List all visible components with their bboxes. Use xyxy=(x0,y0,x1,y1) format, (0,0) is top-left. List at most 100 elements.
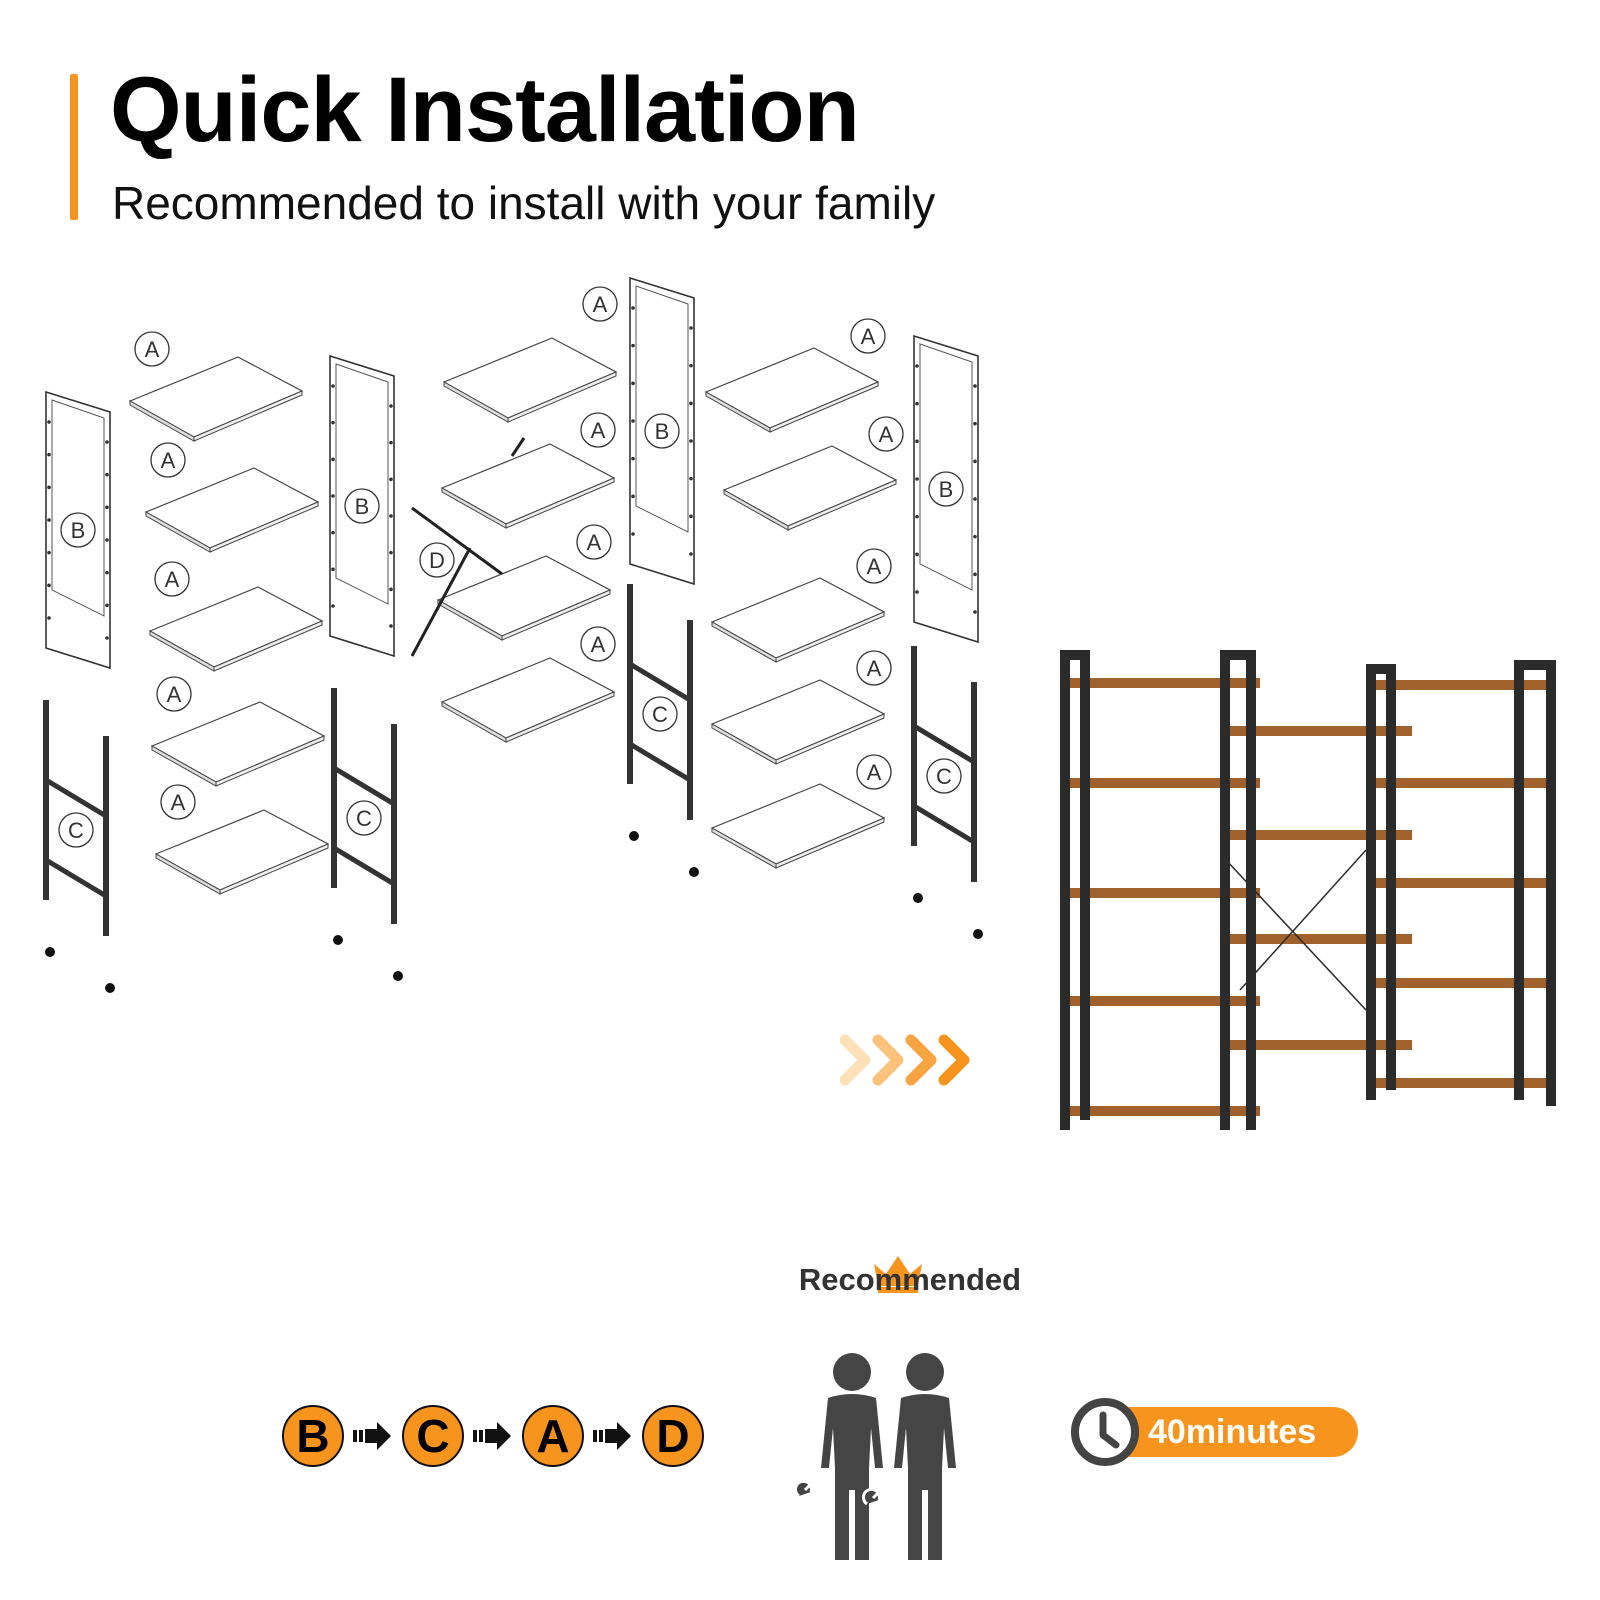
upper-frame-midleft-hole xyxy=(331,457,335,462)
lower-frame-midright-rail xyxy=(628,661,692,703)
upper-frame-midright-hole xyxy=(631,532,635,536)
upper-frame-midright-label: B xyxy=(655,419,670,444)
shelf-label-circle xyxy=(580,412,616,448)
wood-shelf xyxy=(1226,934,1412,944)
shelf-label: A xyxy=(587,530,602,555)
upper-frame-midright-hole xyxy=(689,326,693,330)
shelf-label-circle xyxy=(580,626,616,662)
metal-post xyxy=(1366,664,1376,1100)
foot-pad xyxy=(973,929,983,939)
upper-frame-left-inner xyxy=(51,399,105,617)
upper-frame-left-label-circle xyxy=(60,512,96,548)
upper-frame-midleft-hole xyxy=(331,604,335,608)
shelf-panel xyxy=(710,783,886,865)
upper-frame-midleft-hole xyxy=(389,587,393,592)
upper-frame-right-label-circle xyxy=(928,471,964,507)
recommended-badge: Recommended xyxy=(780,1262,1040,1298)
upper-frame-midleft-hole xyxy=(331,420,335,425)
lower-frame-right-rail xyxy=(912,723,976,765)
shelf-panel xyxy=(148,586,324,668)
shelf-label: A xyxy=(867,760,882,785)
lower-frame-midleft-rail xyxy=(332,845,396,887)
cross-bar-label: D xyxy=(429,548,445,573)
upper-frame-midright-hole xyxy=(689,552,693,556)
upper-frame-right-hole xyxy=(973,421,977,426)
shelf-label: A xyxy=(171,790,186,815)
install-step-3: A xyxy=(522,1405,584,1467)
back-cross-bar xyxy=(1239,849,1367,991)
clock-icon xyxy=(1071,1398,1139,1466)
step-arrow-icon xyxy=(344,1416,402,1456)
shelf-label-circle xyxy=(160,784,196,820)
install-step-1: B xyxy=(282,1405,344,1467)
metal-top-bar xyxy=(1220,650,1256,660)
wood-shelf xyxy=(1226,726,1412,736)
wood-shelf xyxy=(1226,1040,1412,1050)
upper-frame-right-label: B xyxy=(939,477,954,502)
upper-frame-right-hole xyxy=(915,552,919,557)
lower-frame-left-label: C xyxy=(68,818,84,843)
upper-frame-midleft-hole xyxy=(389,624,393,628)
upper-frame-midright-hole xyxy=(631,494,635,499)
lower-frame-left-label-circle xyxy=(58,812,94,848)
shelf-label-circle xyxy=(856,548,892,584)
upper-frame-right-hole xyxy=(973,459,977,464)
upper-frame-left-hole xyxy=(47,420,51,424)
upper-frame-midleft-hole xyxy=(389,550,393,555)
step-arrow-icon xyxy=(584,1416,642,1456)
shelf-label-circle xyxy=(576,524,612,560)
upper-frame-left-hole xyxy=(47,485,51,490)
metal-post xyxy=(1546,660,1556,1106)
upper-frame-right-hole xyxy=(915,514,919,519)
lower-frame-right-label: C xyxy=(936,764,952,789)
upper-frame-right-hole xyxy=(973,534,977,539)
metal-post xyxy=(1514,664,1524,1100)
upper-frame-midleft-hole xyxy=(389,440,393,445)
upper-frame-right-hole xyxy=(973,497,977,501)
upper-frame-midleft-label: B xyxy=(355,494,370,519)
upper-frame-midleft-hole xyxy=(389,404,393,408)
upper-frame-midright-inner xyxy=(635,285,689,533)
assembly-time-badge: 40minutes xyxy=(1070,1397,1370,1467)
lower-frame-midright-label: C xyxy=(652,702,668,727)
upper-frame-left-hole xyxy=(47,583,51,588)
upper-frame-left-hole xyxy=(105,570,109,575)
shelf-panel-edge xyxy=(209,501,319,553)
shelf-panel-edge xyxy=(775,713,885,765)
wood-shelf xyxy=(1064,778,1260,788)
shelf-panel-edge xyxy=(193,390,303,442)
wood-shelf xyxy=(1064,996,1260,1006)
install-step-2: C xyxy=(402,1405,464,1467)
upper-frame-left-hole xyxy=(47,452,51,457)
cross-bar xyxy=(411,506,503,576)
time-pill xyxy=(1100,1407,1358,1457)
foot-pad xyxy=(105,983,115,993)
shelf-panel-edge xyxy=(505,691,615,743)
lower-frame-midleft-rail xyxy=(332,765,396,807)
upper-frame-midright-outline xyxy=(629,276,695,586)
upper-frame-right-hole xyxy=(915,439,919,444)
upper-frame-left-hole xyxy=(47,616,51,620)
shelf-label: A xyxy=(591,418,606,443)
wood-shelf xyxy=(1064,888,1260,898)
upper-frame-midright-hole xyxy=(631,343,635,348)
upper-frame-right-hole xyxy=(973,384,977,388)
upper-frame-midright-hole xyxy=(631,381,635,386)
upper-frame-left-hole xyxy=(105,538,109,542)
wood-shelf xyxy=(1366,1078,1556,1088)
upper-frame-left-hole xyxy=(47,550,51,555)
upper-frame-midright-hole xyxy=(689,476,693,481)
lower-frame-left-rail xyxy=(44,857,108,899)
shelf-panel-edge xyxy=(775,817,885,869)
shelf-label: A xyxy=(593,292,608,317)
shelf-panel-edge xyxy=(775,611,885,663)
lower-frame-right-rail xyxy=(912,803,976,845)
shelf-panel xyxy=(154,809,330,891)
upper-frame-midleft-hole xyxy=(331,530,335,535)
shelf-panel xyxy=(144,467,320,549)
wood-shelf xyxy=(1366,978,1556,988)
shelf-label-circle xyxy=(850,318,886,354)
upper-frame-midleft-hole xyxy=(331,567,335,572)
wood-shelf xyxy=(1064,678,1260,688)
